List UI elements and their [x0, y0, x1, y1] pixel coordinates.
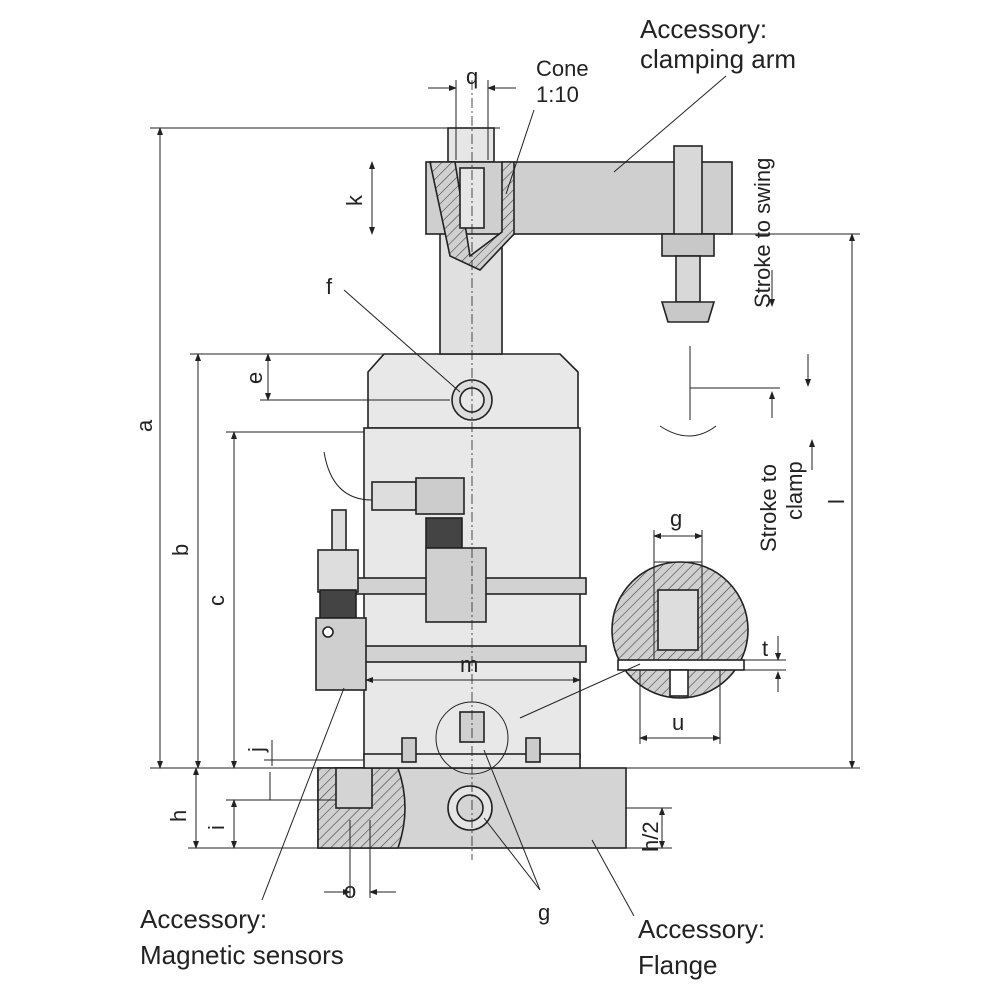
dim-label-b: b [168, 544, 193, 556]
flange-accessory [317, 767, 627, 849]
magnetic-sensor-1 [323, 451, 487, 623]
dim-label-g-top: g [670, 506, 682, 531]
dim-label-h: h [166, 810, 191, 822]
callout-stroke-to-clamp-line2: clamp [782, 461, 807, 520]
dim-label-o: o [344, 878, 356, 903]
callout-flange-line1: Accessory: [638, 914, 765, 944]
dim-label-t: t [762, 636, 768, 661]
port-detail-view [519, 561, 749, 719]
clamping-arm-accessory [425, 145, 733, 323]
dim-label-h-half: h/2 [638, 821, 663, 852]
callout-clamping-arm-line2: clamping arm [640, 44, 796, 74]
callout-flange-line2: Flange [638, 950, 718, 980]
leader-lines [261, 75, 727, 917]
dim-label-f: f [326, 274, 333, 299]
dim-label-e: e [242, 372, 267, 384]
dim-label-a: a [132, 419, 157, 432]
callout-clamping-arm-line1: Accessory: [640, 14, 767, 44]
dim-label-l: l [824, 499, 849, 504]
callout-cone-line1: Cone [536, 56, 589, 81]
stroke-indicator [626, 233, 860, 769]
callout-stroke-to-clamp-line1: Stroke to [756, 464, 781, 552]
dimension-lines [150, 80, 855, 898]
dim-label-i: i [204, 825, 229, 830]
dim-label-u: u [672, 710, 684, 735]
dim-label-q: q [466, 64, 478, 89]
magnetic-sensor-2 [315, 509, 367, 691]
dim-label-k: k [342, 194, 367, 206]
callout-cone-line2: 1:10 [536, 82, 579, 107]
dim-label-g-bottom: g [538, 900, 550, 925]
callout-magnetic-sensors-line1: Accessory: [140, 904, 267, 934]
dim-label-c: c [204, 595, 229, 606]
callout-magnetic-sensors-line2: Magnetic sensors [140, 940, 344, 970]
callout-stroke-to-swing: Stroke to swing [750, 158, 775, 308]
dim-label-m: m [460, 652, 478, 677]
dim-label-j: j [244, 747, 269, 753]
